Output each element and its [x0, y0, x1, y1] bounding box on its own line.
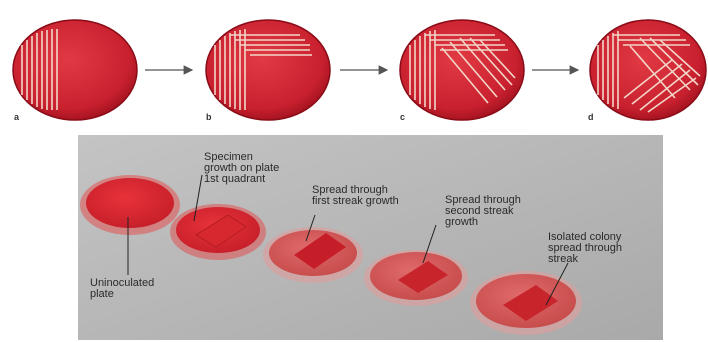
annotation-specimen: Specimen growth on plate 1st quadrant	[204, 152, 279, 185]
plate-isolated-colony	[470, 271, 582, 335]
annotation-first-streak: Spread through first streak growth	[312, 185, 399, 207]
plate-first-streak	[263, 227, 363, 283]
plate-d	[590, 20, 706, 120]
panel-label-b: b	[206, 112, 212, 122]
plate-c	[400, 20, 524, 120]
panel-label-c: c	[400, 112, 405, 122]
plate-a	[13, 20, 137, 120]
panel-label-d: d	[588, 112, 594, 122]
plate-specimen	[170, 204, 266, 260]
streak-diagram: a b c	[0, 0, 708, 130]
plate-second-streak	[364, 250, 468, 306]
annotation-second-streak: Spread through second streak growth	[445, 195, 521, 228]
annotation-uninoculated: Uninoculated plate	[90, 278, 154, 300]
annotation-isolated-colony: Isolated colony spread through streak	[548, 232, 622, 265]
panel-label-a: a	[14, 112, 20, 122]
uninoculated-plate	[80, 175, 180, 235]
plate-b	[206, 20, 330, 120]
